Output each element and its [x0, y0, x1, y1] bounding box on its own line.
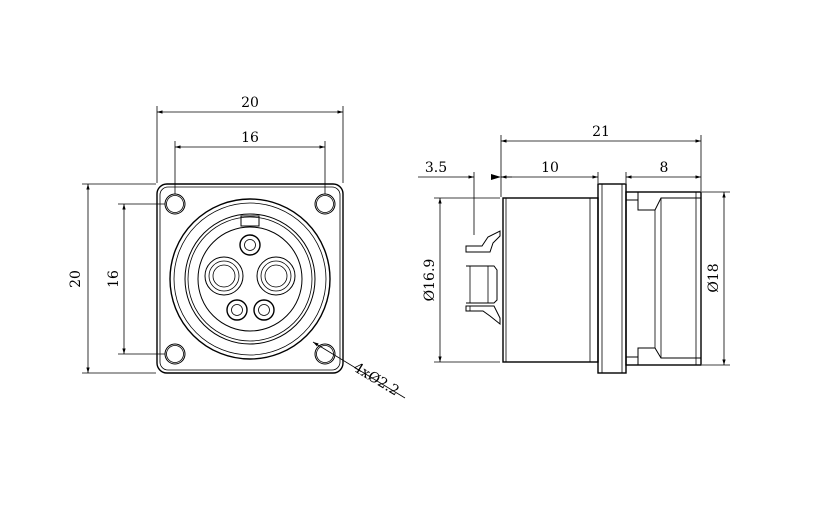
- dim-side-offset: 3.5: [425, 160, 447, 176]
- dim-front-hole-spacing: 16: [241, 130, 259, 146]
- side-view: 21 3.5 10 8 Ø16.9 Ø18: [418, 124, 730, 374]
- dim-side-overall: 21: [592, 124, 610, 140]
- dim-front-height: 20: [68, 270, 84, 288]
- receptacle-insert-ring: [184, 213, 316, 345]
- side-body: [502, 197, 599, 363]
- side-rear-body: [625, 191, 702, 366]
- front-flange-inner-edge: [159, 186, 341, 371]
- front-flange-outline: [156, 183, 344, 374]
- dim-side-body-diameter: Ø16.9: [422, 259, 438, 302]
- mounting-hole-top-left: [164, 193, 186, 215]
- signal-contacts: [226, 234, 275, 321]
- side-contacts: [465, 230, 501, 326]
- mounting-hole-bottom-left: [164, 343, 186, 365]
- key-notch: [240, 215, 260, 227]
- receptacle-outer-ring: [169, 198, 331, 360]
- contact-insert: [197, 226, 303, 332]
- dim-front-width: 20: [241, 95, 259, 111]
- mounting-holes: [164, 193, 336, 365]
- receptacle-ring-2: [173, 202, 327, 356]
- dim-front-hole-height: 16: [106, 270, 122, 288]
- dim-side-body-length: 10: [541, 160, 559, 176]
- dim-side-rear-diameter: Ø18: [706, 263, 722, 292]
- mounting-hole-top-right: [314, 193, 336, 215]
- front-view: 20 16 20 16 4xØ2.2: [68, 95, 406, 400]
- power-contacts: [204, 256, 296, 296]
- mounting-hole-bottom-right: [314, 343, 336, 365]
- holes-callout: 4xØ2.2: [350, 360, 402, 400]
- dim-side-rear-length: 8: [660, 160, 669, 176]
